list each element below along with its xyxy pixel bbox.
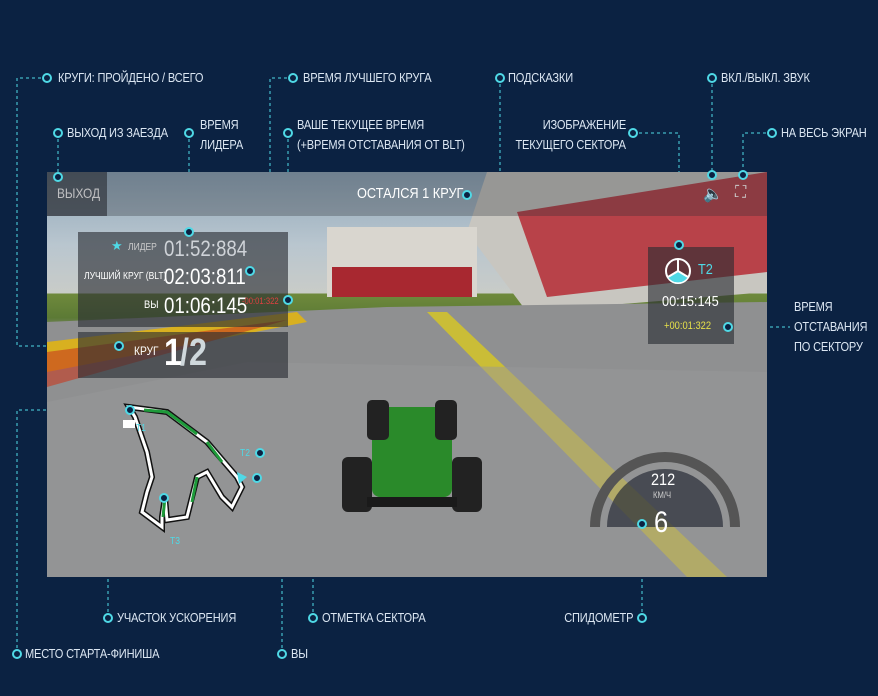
lap-current: 1 bbox=[164, 332, 182, 374]
dot bbox=[114, 341, 124, 351]
annotation-speedometer: СПИДОМЕТР bbox=[563, 610, 633, 625]
lap-panel: КРУГ 1 /2 bbox=[78, 332, 288, 378]
player-car bbox=[342, 400, 482, 512]
annotation-sector-gap-1: ВРЕМЯ bbox=[794, 299, 833, 314]
best-lap-time: 02:03:811 bbox=[164, 264, 246, 289]
game-viewport[interactable]: ВЫХОД ОСТАЛСЯ 1 КРУГ 🔈 ⛶ ★ ЛИДЕР 01:52:8… bbox=[47, 172, 767, 577]
sector-panel: T2 00:15:145 +00:01:322 bbox=[648, 247, 734, 344]
dot bbox=[462, 190, 472, 200]
annotation-current-2: (+ВРЕМЯ ОТСТАВАНИЯ ОТ BLT) bbox=[297, 137, 465, 152]
annotation-exit: ВЫХОД ИЗ ЗАЕЗДА bbox=[67, 125, 168, 140]
fullscreen-icon[interactable]: ⛶ bbox=[735, 184, 747, 201]
current-time: 01:06:145 bbox=[164, 293, 248, 318]
dot bbox=[184, 128, 194, 138]
annotation-sector-gap-3: ПО СЕКТОРУ bbox=[794, 339, 863, 354]
dot bbox=[245, 266, 255, 276]
sector-wheel-icon bbox=[665, 258, 691, 284]
speedometer-gauge bbox=[590, 452, 740, 528]
player-marker-icon bbox=[237, 472, 247, 484]
annotation-boost: УЧАСТОК УСКОРЕНИЯ bbox=[117, 610, 237, 625]
dot bbox=[125, 405, 135, 415]
annotation-leader-1: ВРЕМЯ bbox=[200, 117, 239, 132]
dot bbox=[288, 73, 298, 83]
dot bbox=[184, 227, 194, 237]
annotation-sector-mark: ОТМЕТКА СЕКТОРА bbox=[322, 610, 426, 625]
hint-text: ОСТАЛСЯ 1 КРУГ bbox=[357, 185, 464, 202]
dot bbox=[252, 473, 262, 483]
leader-time: 01:52:884 bbox=[164, 236, 248, 261]
dot bbox=[738, 170, 748, 180]
dot bbox=[637, 613, 647, 623]
annotation-best-lap: ВРЕМЯ ЛУЧШЕГО КРУГА bbox=[303, 70, 432, 85]
dot bbox=[767, 128, 777, 138]
annotation-fullscreen: НА ВЕСЬ ЭКРАН bbox=[781, 125, 867, 140]
sector-time: 00:15:145 bbox=[662, 293, 719, 310]
sector-gap: +00:01:322 bbox=[664, 320, 712, 332]
dot bbox=[283, 295, 293, 305]
annotation-leader-2: ЛИДЕРА bbox=[200, 137, 244, 152]
annotation-you: ВЫ bbox=[291, 646, 308, 661]
dot bbox=[283, 128, 293, 138]
dot bbox=[159, 493, 169, 503]
dot bbox=[12, 649, 22, 659]
gear-value: 6 bbox=[654, 506, 669, 539]
dot bbox=[53, 172, 63, 182]
dot bbox=[103, 613, 113, 623]
annotation-laps: КРУГИ: ПРОЙДЕНО / ВСЕГО bbox=[58, 70, 204, 85]
star-icon: ★ bbox=[111, 238, 123, 253]
dot bbox=[255, 448, 265, 458]
dot bbox=[723, 322, 733, 332]
dot bbox=[277, 649, 287, 659]
speed-value: 212 bbox=[651, 470, 676, 489]
current-gap: -00:01:322 bbox=[242, 296, 279, 306]
annotation-hints: ПОДСКАЗКИ bbox=[508, 70, 573, 85]
annotation-sector-image-2: ТЕКУЩЕГО СЕКТОРА bbox=[515, 137, 627, 152]
start-flag-icon bbox=[123, 420, 135, 428]
dot bbox=[308, 613, 318, 623]
dot bbox=[707, 170, 717, 180]
lap-total: /2 bbox=[180, 332, 207, 374]
annotation-start-finish: МЕСТО СТАРТА-ФИНИША bbox=[25, 646, 160, 661]
track-minimap bbox=[123, 403, 247, 533]
dot bbox=[707, 73, 717, 83]
dot bbox=[495, 73, 505, 83]
annotation-sound: ВКЛ./ВЫКЛ. ЗВУК bbox=[721, 70, 810, 85]
exit-button[interactable]: ВЫХОД bbox=[47, 172, 107, 216]
sound-toggle-icon[interactable]: 🔈 bbox=[703, 186, 723, 203]
times-panel: ★ ЛИДЕР 01:52:884 ЛУЧШИЙ КРУГ (BLT) 02:0… bbox=[78, 232, 288, 327]
dot bbox=[53, 128, 63, 138]
annotation-sector-image-1: ИЗОБРАЖЕНИЕ bbox=[542, 117, 627, 132]
dot bbox=[42, 73, 52, 83]
dot bbox=[674, 240, 684, 250]
annotation-sector-gap-2: ОТСТАВАНИЯ bbox=[794, 319, 868, 334]
dot bbox=[637, 519, 647, 529]
top-bar bbox=[47, 172, 767, 216]
annotation-current-1: ВАШЕ ТЕКУЩЕЕ ВРЕМЯ bbox=[297, 117, 425, 132]
dot bbox=[628, 128, 638, 138]
